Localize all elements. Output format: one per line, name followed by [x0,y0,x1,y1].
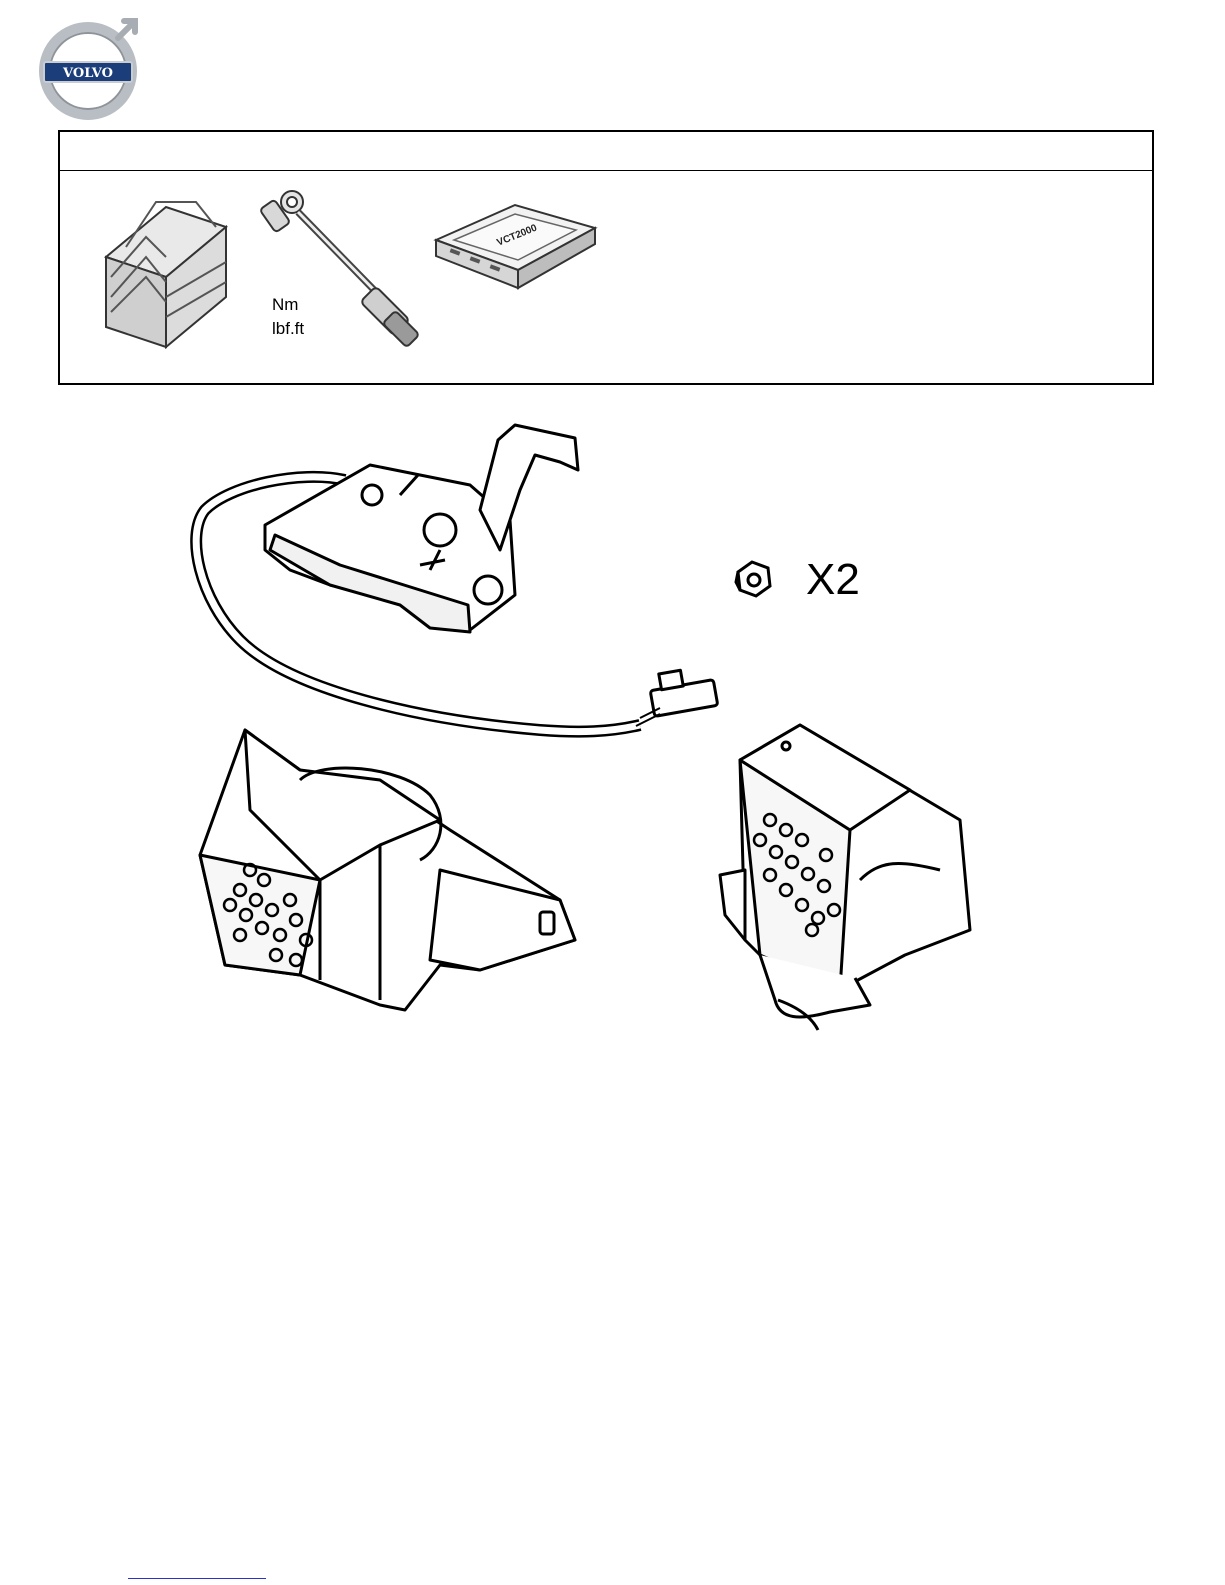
vct-device-icon: VCT2000 [430,200,600,295]
hood-lock-icon [196,425,718,732]
nut-quantity: X2 [806,556,860,604]
nut-icon [736,562,770,596]
torque-unit-nm: Nm [272,294,298,316]
torque-unit-lbfft: lbf.ft [272,318,304,340]
toolbox-icon [96,187,236,352]
speaker-bracket-right-icon [720,725,970,1030]
tools-panel: Nm lbf.ft VCT2000 [58,130,1154,385]
footer-link[interactable] [128,1578,266,1579]
tools-panel-header [60,132,1152,171]
speaker-bracket-left-icon [200,730,575,1010]
svg-text:VOLVO: VOLVO [62,66,113,81]
volvo-logo: VOLVO [36,16,146,121]
parts-illustration [0,400,1225,1040]
